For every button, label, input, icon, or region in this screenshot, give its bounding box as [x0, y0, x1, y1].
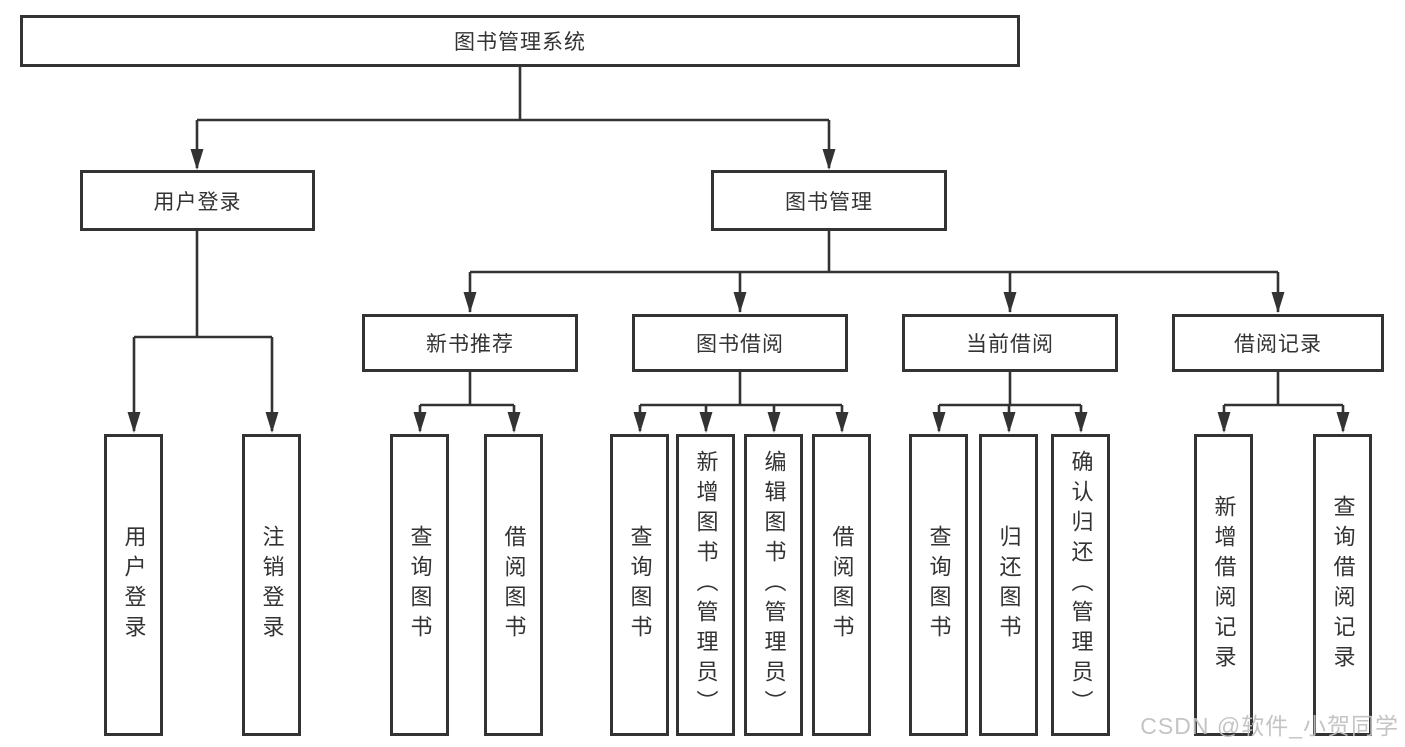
- leaf-add-borrow-record: 新增借阅记录: [1194, 434, 1253, 736]
- leaf-borrow-books-borrowing: 借阅图书: [812, 434, 871, 736]
- leaf-return-books-label: 归还图书: [996, 525, 1022, 645]
- node-root-system: 图书管理系统: [20, 15, 1020, 67]
- node-borrowing-records-label: 借阅记录: [1234, 333, 1322, 356]
- leaf-add-borrow-record-label: 新增借阅记录: [1211, 495, 1237, 675]
- node-book-borrowing-label: 图书借阅: [696, 333, 784, 356]
- leaf-user-login-label: 用户登录: [121, 525, 147, 645]
- node-user-login-label: 用户登录: [153, 190, 242, 214]
- leaf-return-books: 归还图书: [979, 434, 1038, 736]
- leaf-query-borrow-record: 查询借阅记录: [1313, 434, 1372, 736]
- watermark: CSDN @软件_小贺同学: [1140, 713, 1399, 739]
- leaf-query-books-newbooks: 查询图书: [390, 434, 449, 736]
- node-borrowing-records: 借阅记录: [1172, 314, 1384, 372]
- leaf-borrow-books-newbooks-label: 借阅图书: [501, 525, 527, 645]
- leaf-user-login: 用户登录: [104, 434, 163, 736]
- arrowheads: [127, 149, 1350, 433]
- node-root-label: 图书管理系统: [454, 31, 586, 54]
- leaf-query-books-borrowing-label: 查询图书: [627, 525, 653, 645]
- leaf-query-borrow-record-label: 查询借阅记录: [1330, 495, 1356, 675]
- leaf-query-books-current-label: 查询图书: [926, 525, 952, 645]
- node-book-borrowing: 图书借阅: [632, 314, 848, 372]
- leaf-add-books-admin-label: 新增图书（管理员）: [693, 450, 719, 720]
- leaf-borrow-books-newbooks: 借阅图书: [484, 434, 543, 736]
- leaf-logout: 注销登录: [242, 434, 301, 736]
- leaf-edit-books-admin: 编辑图书（管理员）: [744, 434, 803, 736]
- leaf-logout-label: 注销登录: [259, 525, 285, 645]
- leaf-query-books-borrowing: 查询图书: [610, 434, 669, 736]
- leaf-borrow-books-borrowing-label: 借阅图书: [829, 525, 855, 645]
- leaf-confirm-return-admin-label: 确认归还（管理员）: [1068, 450, 1094, 720]
- leaf-edit-books-admin-label: 编辑图书（管理员）: [761, 450, 787, 720]
- node-current-borrowing: 当前借阅: [902, 314, 1118, 372]
- leaf-add-books-admin: 新增图书（管理员）: [676, 434, 735, 736]
- node-new-book-recommendation-label: 新书推荐: [426, 333, 514, 356]
- node-book-management-label: 图书管理: [785, 190, 873, 214]
- node-current-borrowing-label: 当前借阅: [966, 333, 1054, 356]
- leaf-query-books-current: 查询图书: [909, 434, 968, 736]
- leaf-confirm-return-admin: 确认归还（管理员）: [1051, 434, 1110, 736]
- node-new-book-recommendation: 新书推荐: [362, 314, 578, 372]
- node-user-login: 用户登录: [80, 170, 315, 231]
- leaf-query-books-newbooks-label: 查询图书: [407, 525, 433, 645]
- node-book-management: 图书管理: [711, 170, 947, 231]
